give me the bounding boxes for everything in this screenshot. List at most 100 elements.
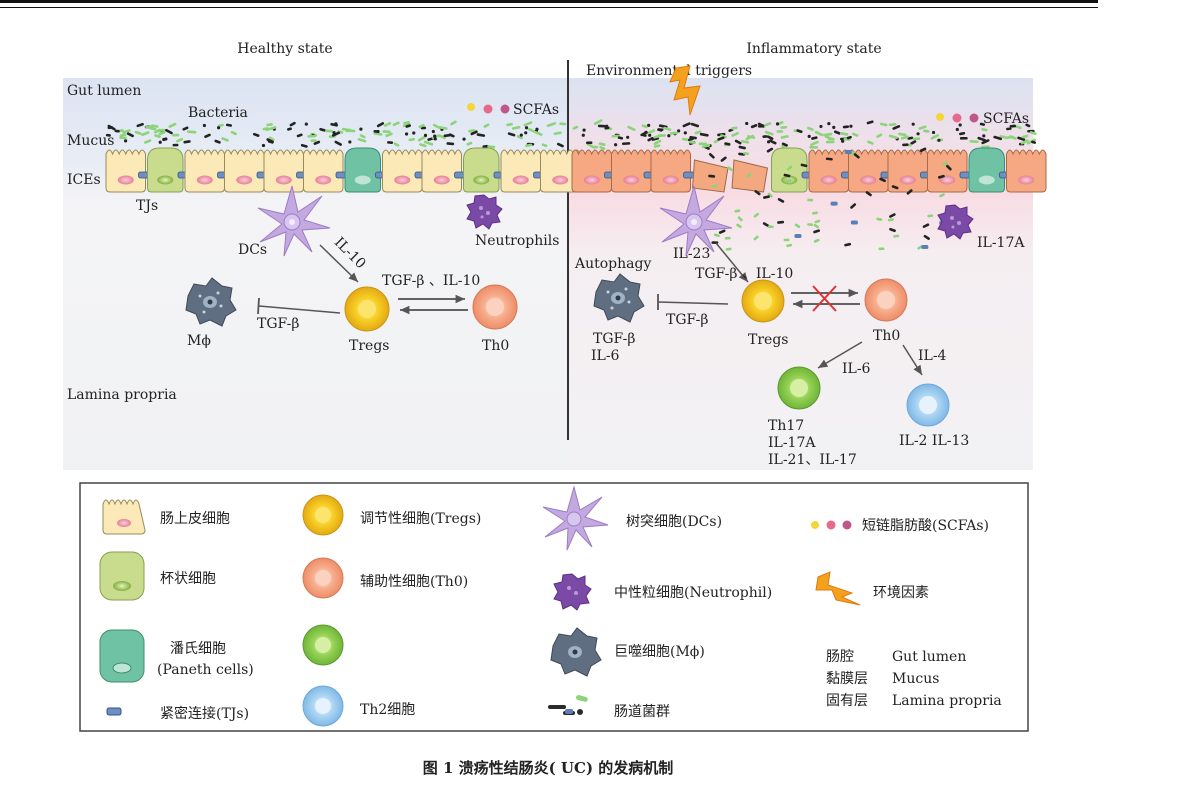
bacterium xyxy=(738,145,746,150)
bacterium xyxy=(404,132,409,136)
neutrophil-healthy xyxy=(466,194,503,230)
bacterium xyxy=(172,143,179,147)
bacterium xyxy=(476,133,486,137)
bacterium xyxy=(879,177,886,183)
bacterium xyxy=(919,147,927,152)
bacterium xyxy=(832,125,836,130)
th17-line-2: IL-17A xyxy=(768,435,816,451)
bacterium xyxy=(252,132,260,137)
neutrophil-inflammatory xyxy=(937,204,974,240)
bacterium xyxy=(535,127,539,131)
bacterium xyxy=(657,128,663,132)
ices-label: ICEs xyxy=(67,172,101,188)
bacterium xyxy=(221,137,229,142)
cell-nucleus xyxy=(354,175,371,185)
bacterium xyxy=(937,138,941,142)
cell-nucleus xyxy=(939,175,956,185)
legend-box xyxy=(79,482,1029,732)
bacterium xyxy=(767,225,774,229)
tgf-il10-infl: TGF-β 、IL-10 xyxy=(695,266,793,282)
legend-env-icon xyxy=(815,571,861,606)
dc-healthy xyxy=(257,185,331,257)
bacterium xyxy=(887,218,894,222)
bacterium xyxy=(937,174,945,179)
cell-nucleus xyxy=(117,175,134,185)
bacterium xyxy=(724,236,731,240)
bacterium xyxy=(814,219,821,224)
bacterium xyxy=(814,130,824,137)
goblet-cell xyxy=(463,147,500,193)
bacterium xyxy=(287,127,292,131)
bacterium xyxy=(204,133,211,139)
cell-nucleus xyxy=(552,175,569,185)
bacterium xyxy=(523,121,533,127)
bacterium xyxy=(982,134,986,138)
bacterium xyxy=(553,131,562,136)
bacterium xyxy=(807,134,811,138)
bacterium xyxy=(810,140,819,147)
epithelium-left xyxy=(105,147,581,193)
epithelial-cell xyxy=(927,149,968,193)
bacterium xyxy=(753,235,759,241)
legend-goblet-icon xyxy=(99,551,145,601)
legend-tregs: 调节性细胞(Tregs) xyxy=(360,511,481,527)
bacterium xyxy=(866,120,874,125)
legend-term-en-1: Mucus xyxy=(892,671,939,687)
bacterium xyxy=(698,142,708,146)
bacterium xyxy=(183,140,191,144)
bacterium xyxy=(865,191,872,197)
legend-epithelial-icon xyxy=(102,499,146,535)
bacterium xyxy=(310,139,317,142)
legend-neutrophil-icon xyxy=(553,573,592,611)
tgf-b-infl: TGF-β xyxy=(666,312,708,328)
bacterium xyxy=(889,227,896,233)
mucus-layer-right xyxy=(572,119,1037,151)
bacterium xyxy=(888,123,897,127)
bacterium xyxy=(186,130,197,134)
bacterium xyxy=(1009,124,1017,128)
bacterium xyxy=(690,122,700,128)
bacterium xyxy=(907,136,914,140)
environmental-triggers-label: Environmental triggers xyxy=(586,63,752,79)
leaked-bacteria xyxy=(708,147,952,251)
th0-to-th2-arrow xyxy=(902,344,923,376)
bacterium xyxy=(581,133,585,137)
bacterium xyxy=(266,138,274,144)
legend-epithelial: 肠上皮细胞 xyxy=(160,511,230,527)
bacterium xyxy=(158,140,162,144)
bacterium xyxy=(740,139,750,144)
cell-nucleus xyxy=(433,175,450,185)
cell-nucleus xyxy=(860,175,877,185)
bacterium xyxy=(265,127,272,132)
bacterium xyxy=(546,122,557,128)
bacterium xyxy=(268,136,275,141)
bacterium xyxy=(931,130,936,135)
bacterium xyxy=(724,142,731,146)
bacterium xyxy=(850,220,858,225)
scfas-label-right: SCFAs xyxy=(983,111,1029,127)
bacterium xyxy=(969,140,979,144)
bacterium xyxy=(842,125,850,129)
bacterium xyxy=(720,134,727,139)
bacterium xyxy=(701,143,711,149)
bacterium xyxy=(878,247,885,251)
lightning-icon xyxy=(669,65,701,116)
bacterium xyxy=(657,134,667,137)
inflammatory-title: Inflammatory state xyxy=(746,41,881,57)
cell-nucleus xyxy=(899,175,916,185)
bacterium xyxy=(979,122,986,126)
bacterium xyxy=(958,123,962,127)
cell-nucleus xyxy=(662,175,679,185)
bacterium xyxy=(524,126,529,130)
bacterium xyxy=(653,139,662,146)
bacterium xyxy=(959,131,966,136)
macrophage-healthy xyxy=(185,277,237,327)
bacterium xyxy=(614,143,618,147)
epithelial-cell xyxy=(382,149,423,193)
bacterium xyxy=(694,130,702,135)
mucus-label: Mucus xyxy=(67,133,114,149)
bacterium xyxy=(757,122,765,128)
legend-tregs-icon xyxy=(302,494,344,536)
bacterium xyxy=(119,133,127,138)
epithelial-cell xyxy=(500,149,541,193)
